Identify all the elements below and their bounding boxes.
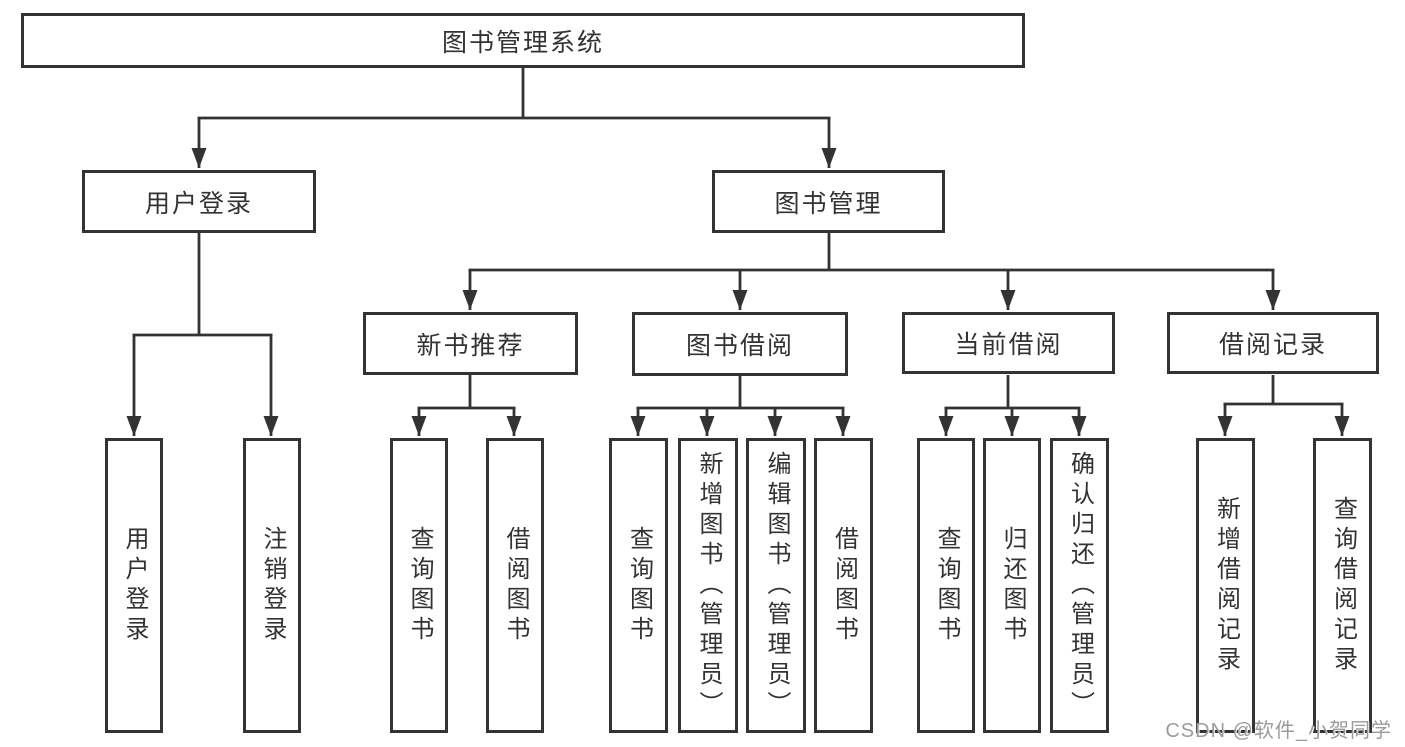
node-label: 编辑图书（管理员） — [763, 450, 790, 721]
node-label: 查询图书 — [933, 525, 960, 646]
node-label: 借阅记录 — [1218, 331, 1327, 359]
node-new-book-recommend: 新书推荐 — [363, 312, 578, 375]
node-library-system-root: 图书管理系统 — [21, 13, 1025, 68]
node-label: 新增借阅记录 — [1212, 495, 1240, 676]
node-label: 用户登录 — [121, 525, 148, 646]
node-label: 新书推荐 — [416, 331, 525, 360]
node-label: 新增图书（管理员） — [695, 450, 722, 721]
node-label: 归还图书 — [999, 525, 1026, 646]
leaf-borrow-books: 借阅图书 — [814, 438, 873, 733]
node-borrow-records: 借阅记录 — [1167, 312, 1379, 374]
leaf-query-books-current: 查询图书 — [917, 438, 975, 733]
node-label: 借阅图书 — [502, 525, 529, 646]
node-label: 当前借阅 — [954, 331, 1063, 359]
node-label: 查询借阅记录 — [1329, 495, 1357, 676]
node-label: 查询图书 — [625, 525, 653, 646]
leaf-query-books-recommend: 查询图书 — [390, 438, 448, 733]
node-book-borrow: 图书借阅 — [632, 312, 848, 376]
leaf-confirm-return-admin: 确认归还（管理员） — [1050, 438, 1109, 733]
leaf-logout-login: 注销登录 — [243, 438, 301, 733]
node-label: 图书借阅 — [685, 332, 794, 360]
node-current-borrow: 当前借阅 — [902, 312, 1115, 374]
leaf-add-borrow-record: 新增借阅记录 — [1196, 438, 1255, 733]
node-label: 图书管理系统 — [441, 28, 604, 57]
leaf-borrow-books-recommend: 借阅图书 — [486, 438, 544, 733]
node-label: 确认归还（管理员） — [1066, 450, 1094, 721]
leaf-query-books-borrow: 查询图书 — [609, 438, 668, 733]
node-book-management: 图书管理 — [712, 170, 945, 233]
leaf-query-borrow-record: 查询借阅记录 — [1313, 438, 1372, 733]
leaf-add-books-admin: 新增图书（管理员） — [678, 438, 738, 733]
leaf-user-login: 用户登录 — [105, 438, 163, 733]
csdn-watermark: CSDN @软件_小贺同学 — [1165, 720, 1392, 742]
node-label: 查询图书 — [406, 525, 433, 646]
node-label: 图书管理 — [774, 189, 883, 218]
node-label: 注销登录 — [259, 525, 286, 646]
leaf-edit-books-admin: 编辑图书（管理员） — [746, 438, 806, 733]
node-label: 借阅图书 — [830, 525, 858, 646]
node-user-login: 用户登录 — [82, 170, 316, 233]
leaf-return-books: 归还图书 — [983, 438, 1041, 733]
node-label: 用户登录 — [144, 189, 253, 218]
